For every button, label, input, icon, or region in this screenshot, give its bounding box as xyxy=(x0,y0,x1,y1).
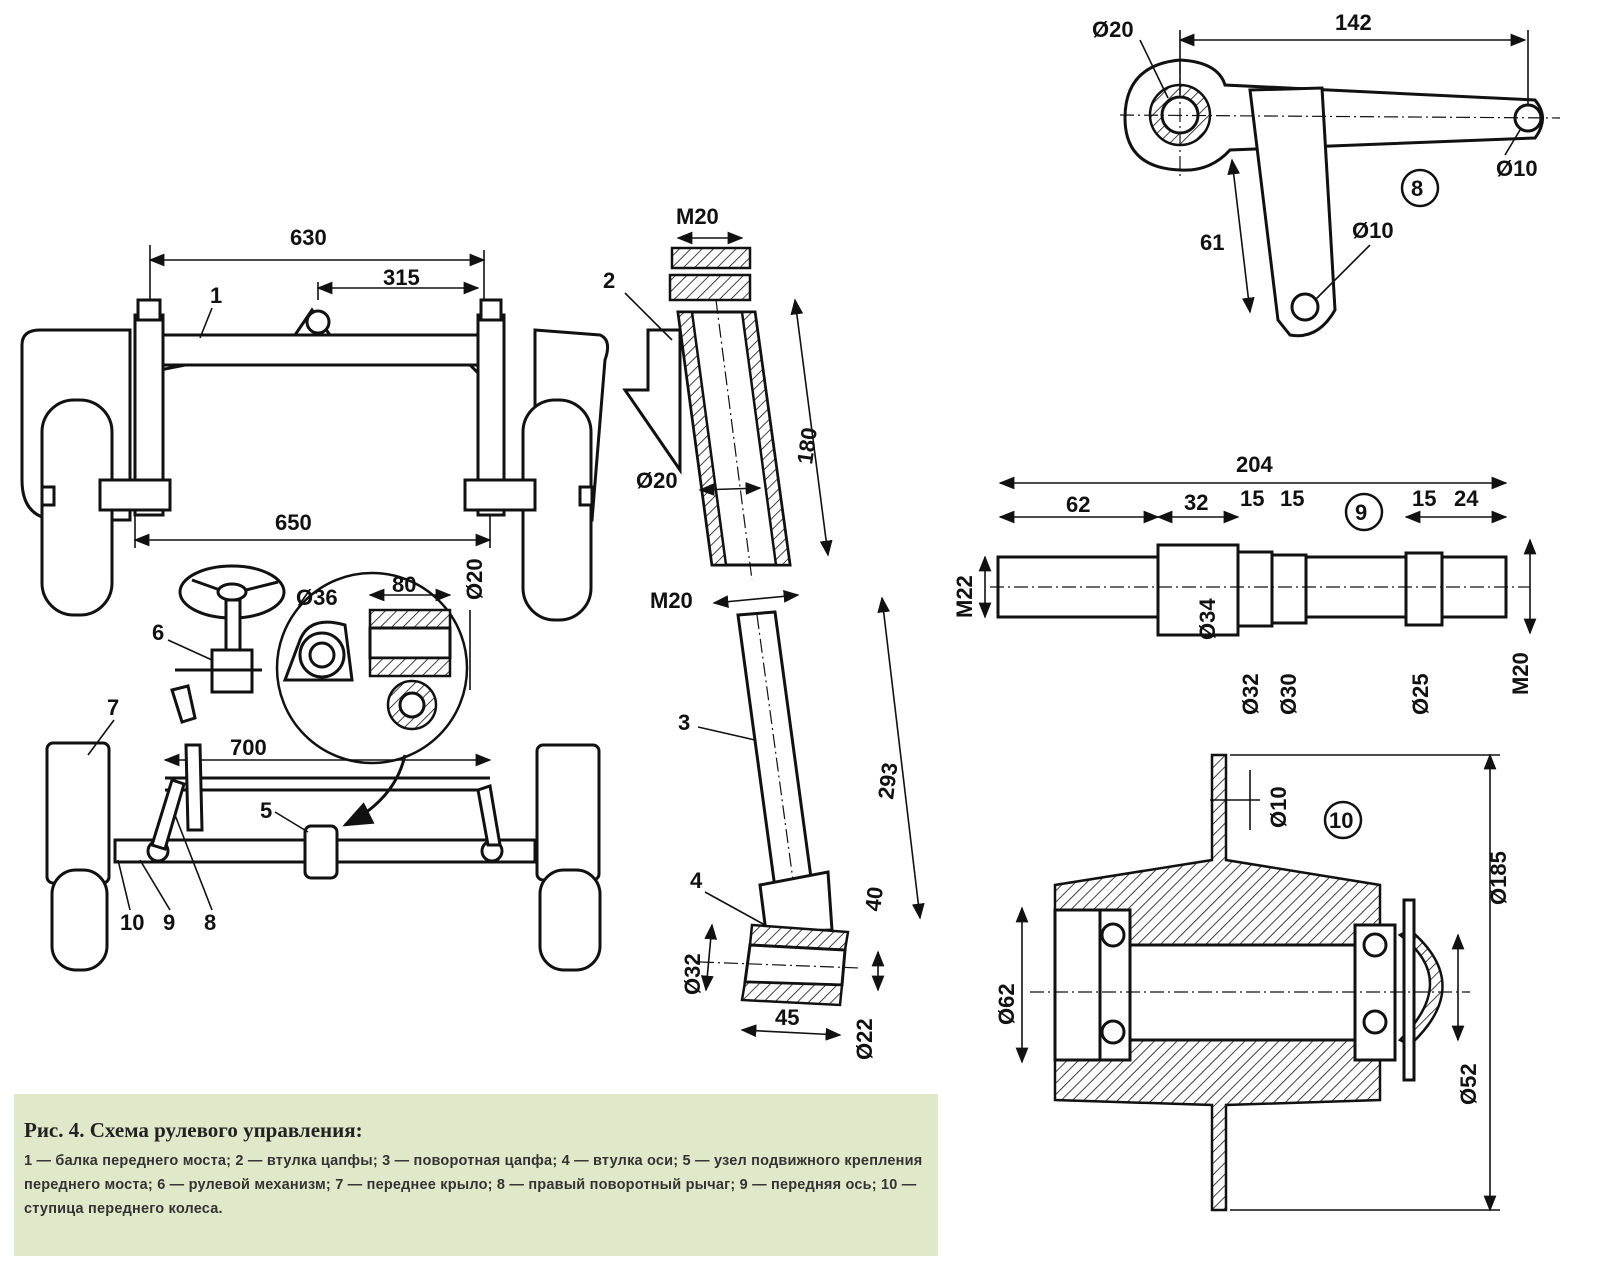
dim-204: 204 xyxy=(1236,452,1273,477)
dim-293: 293 xyxy=(873,761,902,800)
callout-5: 5 xyxy=(260,798,272,823)
dim-650: 650 xyxy=(275,510,312,535)
caption-text: 1 — балка переднего моста; 2 — втулка ца… xyxy=(24,1153,923,1217)
dim-d20-beam: Ø20 xyxy=(462,558,487,600)
dim-630: 630 xyxy=(290,225,327,250)
callout-9-axle: 9 xyxy=(1355,500,1367,525)
dim-d30: Ø30 xyxy=(1276,673,1301,715)
callout-9: 9 xyxy=(163,910,175,935)
dim-m20-knuckle: M20 xyxy=(650,588,693,613)
dim-d36: Ø36 xyxy=(296,585,338,610)
callout-10-hub: 10 xyxy=(1329,808,1353,833)
dim-d22: Ø22 xyxy=(852,1018,877,1060)
dim-d25: Ø25 xyxy=(1408,673,1433,715)
steering-mechanism-view: 6 xyxy=(152,564,286,724)
callout-8-lever: 8 xyxy=(1411,176,1423,201)
dim-700: 700 xyxy=(230,735,267,760)
dim-m20-axle: M20 xyxy=(1508,652,1533,695)
dim-24: 24 xyxy=(1454,486,1479,511)
callout-10: 10 xyxy=(120,910,144,935)
dim-d10-hub: Ø10 xyxy=(1266,786,1291,828)
dim-d10-lever-end: Ø10 xyxy=(1496,156,1538,181)
hub-10-view: Ø185 Ø62 Ø52 Ø10 10 xyxy=(994,753,1511,1212)
dim-15-a: 15 xyxy=(1240,486,1264,511)
dim-32-axle: 32 xyxy=(1184,490,1208,515)
figure-caption: Рис. 4. Схема рулевого управления: 1 — б… xyxy=(14,1094,938,1256)
dim-40: 40 xyxy=(860,885,888,912)
dim-m22: M22 xyxy=(952,575,977,618)
dim-315: 315 xyxy=(383,265,420,290)
knuckle-3-view: M20 293 40 Ø32 45 Ø22 3 4 xyxy=(650,588,925,1060)
dim-d52: Ø52 xyxy=(1456,1063,1481,1105)
axle-9-view: 204 62 32 15 15 15 24 9 M22 Ø34 Ø32 Ø30 … xyxy=(952,452,1537,715)
dim-45: 45 xyxy=(775,1005,799,1030)
callout-3: 3 xyxy=(678,710,690,735)
caption-title: Рис. 4. Схема рулевого управления: xyxy=(24,1118,363,1142)
callout-6: 6 xyxy=(152,620,164,645)
lever-8-view: 142 Ø20 Ø10 Ø10 61 8 xyxy=(1092,10,1561,338)
dim-d32-knuckle: Ø32 xyxy=(680,953,705,995)
dim-61: 61 xyxy=(1200,230,1224,255)
dim-m20-bushing: M20 xyxy=(676,204,719,229)
callout-4: 4 xyxy=(690,868,703,893)
dim-d20-lever: Ø20 xyxy=(1092,17,1134,42)
dim-d62: Ø62 xyxy=(994,983,1019,1025)
dim-15-c: 15 xyxy=(1412,486,1436,511)
callout-8: 8 xyxy=(204,910,216,935)
detail-5-view: Ø36 80 Ø20 xyxy=(275,558,487,827)
callout-2: 2 xyxy=(603,268,615,293)
callout-1: 1 xyxy=(210,283,222,308)
steering-linkage-view: 700 7 5 10 9 8 xyxy=(45,695,602,972)
dim-62: 62 xyxy=(1066,492,1090,517)
front-axle-view: 630 315 1 650 xyxy=(20,225,610,622)
dim-142: 142 xyxy=(1335,10,1372,35)
bushing-2-view: M20 180 Ø20 2 xyxy=(603,204,833,581)
dim-80: 80 xyxy=(392,572,416,597)
dim-d32-axle: Ø32 xyxy=(1238,673,1263,715)
callout-7: 7 xyxy=(107,695,119,720)
dim-15-b: 15 xyxy=(1280,486,1304,511)
dim-d185: Ø185 xyxy=(1486,851,1511,905)
dim-d34: Ø34 xyxy=(1195,598,1220,640)
dim-d20-bushing: Ø20 xyxy=(636,468,678,493)
dim-d10-lever-arm: Ø10 xyxy=(1352,218,1394,243)
dim-180: 180 xyxy=(792,426,822,466)
